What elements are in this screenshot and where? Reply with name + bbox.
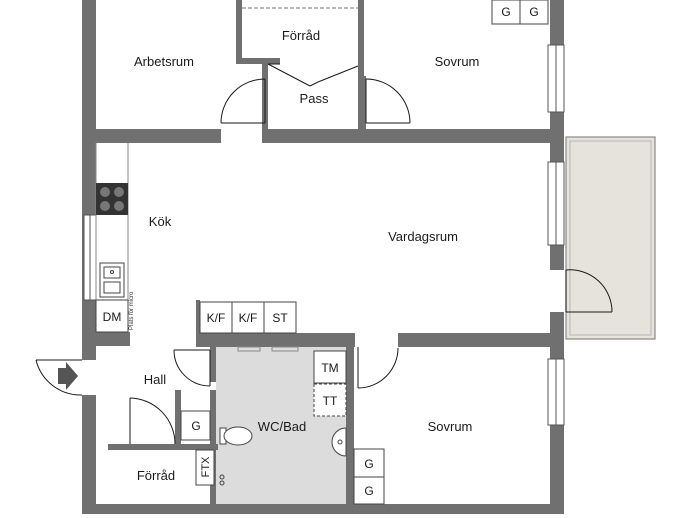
room-hall: Hall — [144, 372, 167, 387]
hall-wardrobe — [180, 410, 211, 441]
room-sovrum-top: Sovrum — [435, 54, 480, 69]
g-top-2-label: G — [529, 5, 538, 19]
room-pass: Pass — [300, 91, 329, 106]
balcony-inner-edge — [569, 140, 652, 336]
washbasin-icon — [331, 427, 347, 457]
kf2-label: K/F — [239, 311, 258, 325]
micro-note: Plats för micro — [129, 291, 135, 330]
room-arbetsrum: Arbetsrum — [134, 54, 194, 69]
balcony — [565, 136, 656, 340]
appliance-row — [199, 301, 297, 334]
top-wardrobes — [491, 0, 549, 25]
room-forrad-bottom: Förråd — [137, 468, 175, 483]
right-windows — [547, 44, 565, 426]
room-sovrum-bottom: Sovrum — [428, 419, 473, 434]
toilet-icon — [219, 426, 253, 446]
ftx-label: FTX — [200, 456, 212, 477]
g-top-1-label: G — [501, 5, 510, 19]
room-forrad-top: Förråd — [282, 28, 320, 43]
kitchen-window — [83, 214, 97, 301]
ftx-box — [195, 449, 215, 486]
bottom-wardrobes — [353, 448, 385, 505]
g-bottom-1-label: G — [364, 457, 373, 471]
room-vardagsrum: Vardagsrum — [388, 229, 458, 244]
stove-icon — [96, 183, 128, 215]
dm-box — [95, 299, 129, 333]
st-label: ST — [272, 311, 288, 325]
g-hall-label: G — [191, 419, 200, 433]
entrance-arrow-icon — [58, 362, 78, 390]
room-kok: Kök — [149, 214, 172, 229]
tt-label: TT — [323, 394, 338, 408]
room-wc-bad: WC/Bad — [258, 419, 306, 434]
wc-fixtures — [313, 350, 347, 417]
kf1-label: K/F — [207, 311, 226, 325]
g-bottom-2-label: G — [364, 484, 373, 498]
doors — [35, 63, 613, 445]
drain-icon — [219, 474, 225, 486]
wc-shelves — [237, 346, 299, 352]
tm-label: TM — [321, 361, 338, 375]
sink-icon — [99, 262, 125, 298]
walls — [82, 0, 564, 514]
dm-label: DM — [103, 310, 122, 324]
